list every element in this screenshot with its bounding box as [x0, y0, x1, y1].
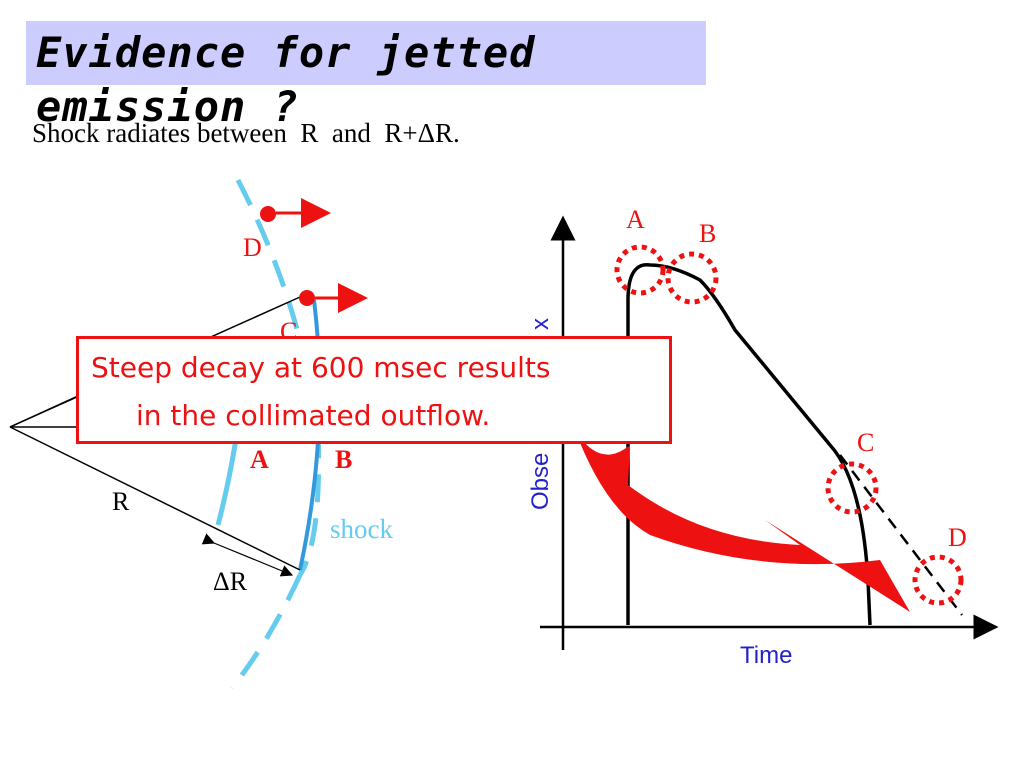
marker-label-a: A: [626, 205, 645, 234]
extrapolation-line: [839, 454, 963, 616]
shock-front-dashed: [235, 178, 322, 577]
shock-front-dashed-lower: [230, 573, 303, 690]
point-c-dot: [299, 290, 315, 306]
slide-title: Evidence for jetted emission ?: [36, 28, 536, 131]
y-axis-label: Obse: [527, 453, 554, 510]
point-d-label: D: [243, 233, 262, 262]
point-b-label: B: [335, 445, 352, 474]
marker-circle-a: [614, 244, 666, 296]
radius-label: R: [112, 487, 130, 516]
marker-label-b: B: [699, 219, 716, 248]
x-axis-label: Time: [740, 642, 792, 669]
callout-box: Steep decay at 600 msec results in the c…: [76, 336, 672, 444]
marker-circle-b: [665, 251, 719, 305]
callout-line-1: Steep decay at 600 msec results: [91, 351, 551, 384]
emphasis-arrow: [575, 430, 910, 612]
callout-line-2: in the collimated outflow.: [136, 399, 491, 432]
slide-subtitle: Shock radiates between R and R+ΔR.: [32, 118, 460, 148]
light-curve-plot: A B C D Time Obse x: [527, 205, 999, 669]
shock-geometry: D C A B R ΔR shock: [9, 178, 393, 690]
point-a-label: A: [250, 445, 269, 474]
title-banner: [26, 21, 706, 85]
point-d-dot: [260, 206, 276, 222]
ray-middle: [9, 394, 81, 428]
y-axis-label-tail: x: [527, 318, 554, 330]
marker-circle-c: [825, 461, 879, 515]
delta-r-label: ΔR: [213, 567, 248, 596]
shock-label: shock: [330, 514, 393, 544]
flux-curve: [626, 263, 872, 626]
marker-circle-d: [912, 554, 964, 606]
marker-label-c: C: [857, 428, 874, 457]
delta-r-arrow: [201, 533, 294, 577]
marker-label-d: D: [948, 523, 967, 552]
